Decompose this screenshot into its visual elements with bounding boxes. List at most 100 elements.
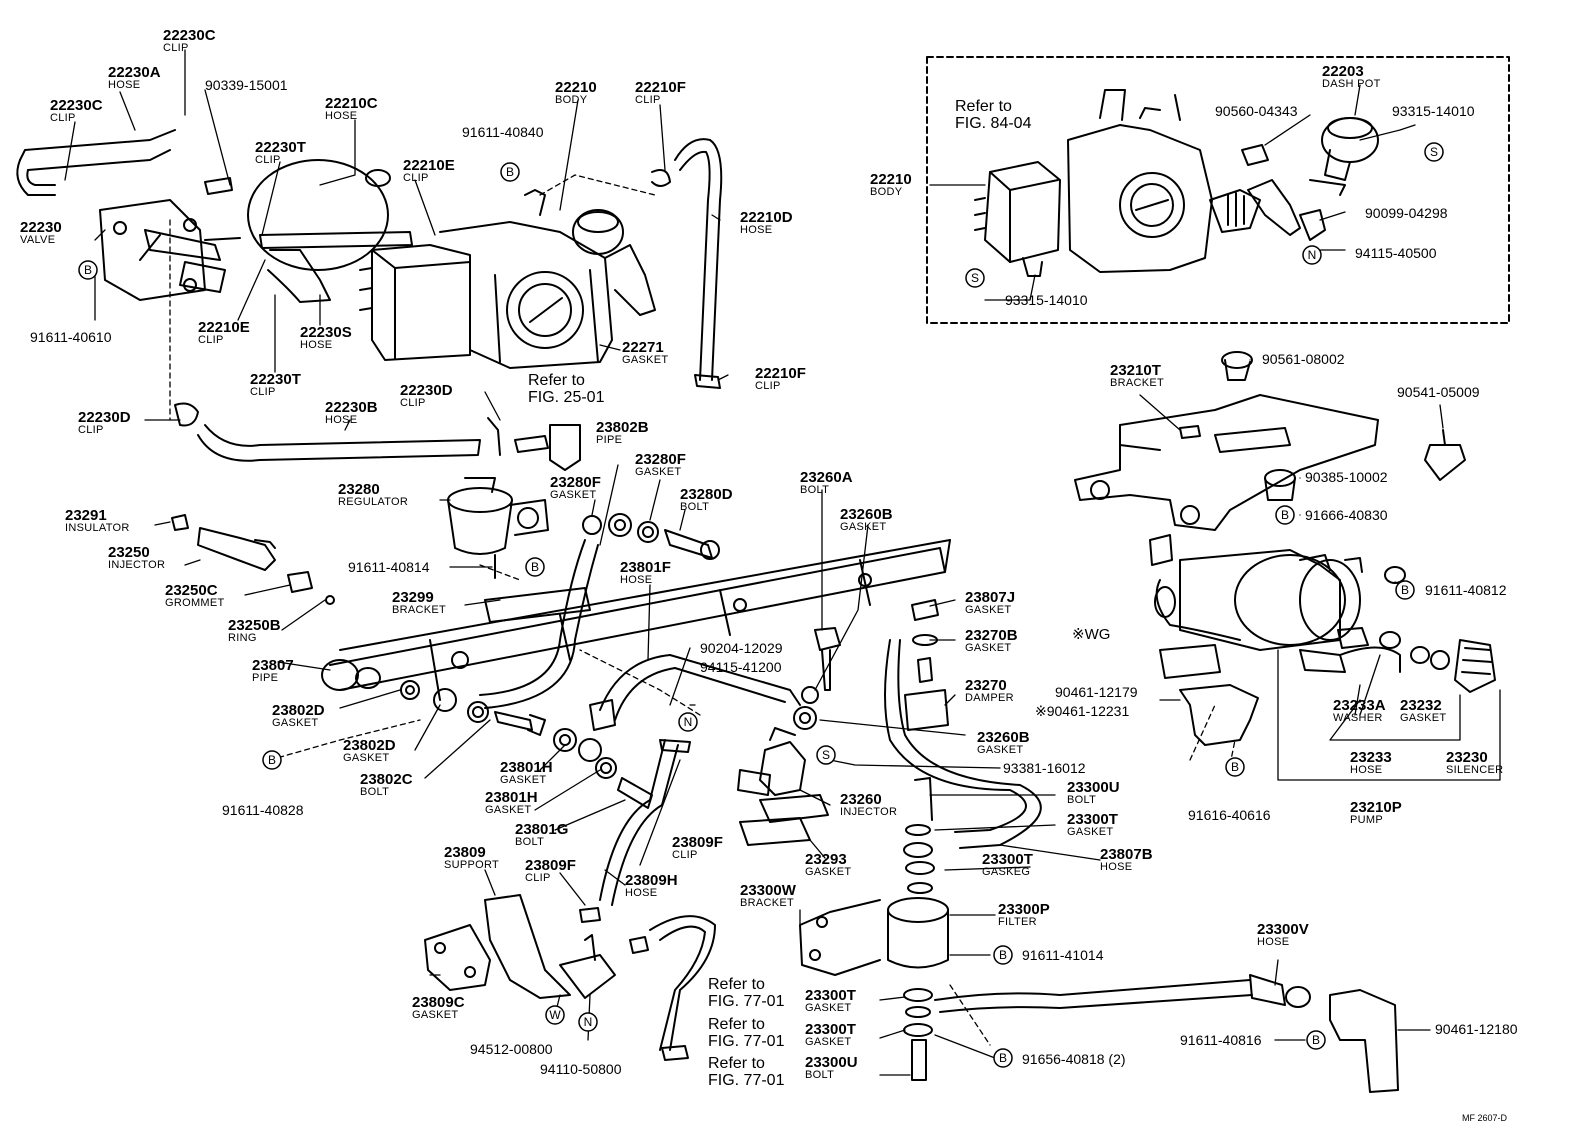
label-91611-41014: 91611-41014 (1022, 947, 1104, 963)
wg-mark: ※WG (1072, 626, 1111, 643)
bolt-23801g (617, 777, 653, 809)
hose-22230b (197, 424, 481, 462)
label-93315-14010-bottom: 93315-14010 (1005, 292, 1088, 308)
ref-fig-77-01-b: Refer to FIG. 77-01 (708, 1016, 785, 1050)
hose-fig77 (649, 915, 716, 1051)
bolt-23280d (664, 529, 713, 559)
label-94110-50800: 94110-50800 (540, 1061, 622, 1077)
label-91611-40812: 91611-40812 (1425, 582, 1507, 598)
label-90204-12029: 90204-12029 (700, 640, 783, 656)
throttle-body-assembly (16, 129, 656, 369)
ref-fig-77-01-c: Refer to FIG. 77-01 (708, 1055, 785, 1089)
clip-90461-12179 (1179, 684, 1259, 746)
fuel-pump-23210p (1149, 534, 1406, 651)
hose-22210d-inner (679, 150, 711, 381)
label-91616-40616: 91616-40616 (1188, 807, 1271, 823)
label-90339-15001: 90339-15001 (205, 77, 288, 93)
clip-22230d-right (487, 417, 501, 456)
label-91611-40840: 91611-40840 (462, 124, 544, 140)
bracket-90461-12180 (1329, 989, 1399, 1093)
dashed-leaders (169, 174, 1236, 1046)
label-91611-40816: 91611-40816 (1180, 1032, 1262, 1048)
clip-22230d-left (174, 402, 199, 427)
label-90385-10002: 90385-10002 (1305, 469, 1388, 485)
label-94115-40500: 94115-40500 (1355, 245, 1437, 261)
bolt-23802c (494, 711, 546, 736)
clip-22210f-upper (651, 169, 671, 187)
label-94115-41200: 94115-41200 (700, 659, 782, 675)
hose-23809h (599, 739, 679, 906)
hose-23807b (884, 639, 1042, 849)
label-90461-12231: ※90461-12231 (1035, 703, 1130, 719)
bolt-23260a (814, 627, 841, 691)
injector-23250-group (171, 514, 335, 605)
injector-23260 (737, 727, 829, 846)
clip-22210f-lower (694, 374, 721, 389)
hose-23233 (1299, 646, 1401, 673)
ref-fig-25-01: Refer to FIG. 25-01 (528, 372, 605, 406)
label-90561-08002: 90561-08002 (1262, 351, 1345, 367)
hose-22210d-outer (674, 138, 723, 381)
hose-23801f (599, 654, 801, 721)
label-90461-12180: 90461-12180 (1435, 1021, 1518, 1037)
bolt-23300u-top (914, 777, 933, 821)
pipe-23802b (479, 539, 599, 709)
label-91656-40818: 91656-40818 (2) (1022, 1051, 1126, 1067)
bolt-23300u-bottom (911, 1039, 927, 1081)
label-91611-40814: 91611-40814 (348, 559, 430, 575)
fuel-rail-23807 (321, 539, 951, 701)
label-90461-12179: 90461-12179 (1055, 684, 1138, 700)
hose-23300v (934, 979, 1253, 1013)
